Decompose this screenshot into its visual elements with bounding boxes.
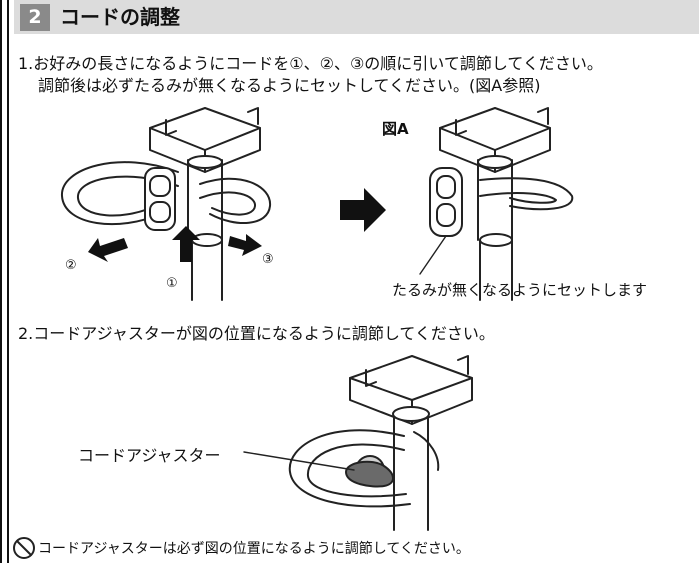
figure-a-caption: たるみが無くなるようにセットします	[392, 281, 648, 299]
step1-line2: 調節後は必ずたるみが無くなるようにセットしてください。(図A参照)	[38, 76, 541, 95]
figure-a-label: 図A	[382, 120, 409, 138]
transition-arrow	[340, 188, 386, 232]
figure-b-illustration	[243, 355, 473, 531]
pull-arrow-3	[228, 234, 262, 256]
step2-text: 2.コードアジャスターが図の位置になるように調節してください。	[18, 324, 495, 343]
step1-line1: 1.お好みの長さになるようにコードを①、②、③の順に引いて調節してください。	[18, 54, 603, 73]
prohibition-icon	[13, 537, 35, 559]
pull-arrow-2	[88, 238, 128, 262]
left-margin-rule	[0, 0, 9, 563]
pull-marker-2: ②	[65, 258, 77, 273]
section-title: コードの調整	[60, 5, 180, 29]
figure-a-illustration	[419, 107, 574, 301]
section-header	[14, 0, 699, 34]
warning-text: コードアジャスターは必ず図の位置になるように調節してください。	[38, 541, 470, 557]
cord-adjuster-label: コードアジャスター	[78, 446, 221, 465]
figure1-cord-illustration	[60, 107, 272, 301]
pull-marker-1: ①	[166, 276, 178, 291]
pull-marker-3: ③	[262, 252, 274, 267]
section-number-badge: 2	[20, 4, 50, 31]
pull-arrow-1	[172, 226, 200, 262]
